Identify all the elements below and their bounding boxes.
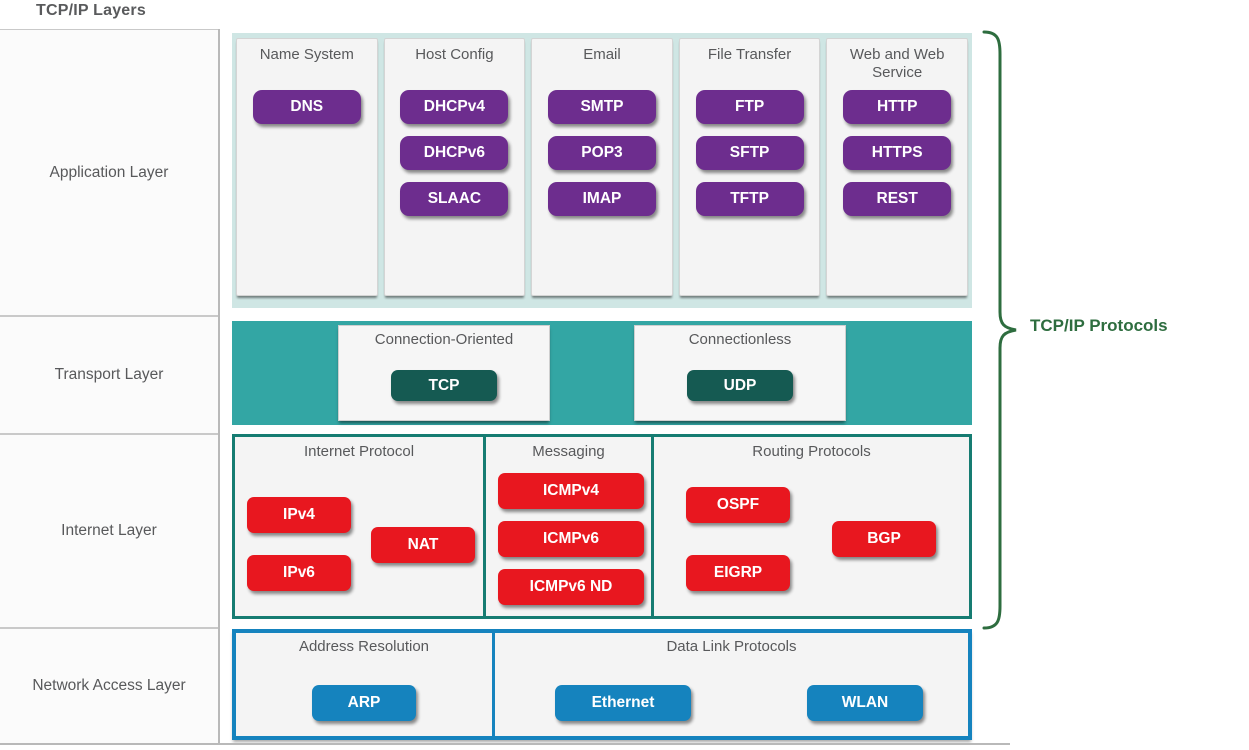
layer-cell-application: Application Layer (0, 29, 218, 316)
protocol-pill-ftp[interactable]: FTP (695, 90, 804, 124)
protocol-pill-pop3[interactable]: POP3 (547, 136, 656, 170)
app-column-name-system: Name System DNS (236, 38, 378, 296)
protocol-pill-tftp[interactable]: TFTP (695, 182, 804, 216)
bracket-label: TCP/IP Protocols (1030, 316, 1168, 335)
protocol-pill-sftp[interactable]: SFTP (695, 136, 804, 170)
transport-column-connectionless: Connectionless UDP (634, 325, 846, 421)
app-protocol-list: DHCPv4 DHCPv6 SLAAC (400, 90, 509, 216)
protocol-pill-http[interactable]: HTTP (843, 90, 952, 124)
protocol-pill-smtp[interactable]: SMTP (547, 90, 656, 124)
protocol-pill-https[interactable]: HTTPS (843, 136, 952, 170)
internet-column-title: Messaging (532, 443, 605, 460)
page-title: TCP/IP Layers (36, 2, 146, 19)
layer-cell-transport: Transport Layer (0, 316, 218, 434)
app-protocol-list: SMTP POP3 IMAP (547, 90, 656, 216)
protocol-pill-dhcpv6[interactable]: DHCPv6 (400, 136, 509, 170)
network-access-column-title: Address Resolution (298, 638, 430, 655)
app-protocol-list: FTP SFTP TFTP (695, 90, 804, 216)
layer-label-application: Application Layer (49, 163, 169, 181)
app-column-title: Host Config (415, 46, 494, 63)
transport-column-title: Connectionless (688, 331, 792, 348)
app-protocol-list: HTTP HTTPS REST (843, 90, 952, 216)
protocol-pill-wlan[interactable]: WLAN (807, 685, 923, 721)
diagram-bottom-rule (0, 743, 1010, 745)
transport-column-connection-oriented: Connection-Oriented TCP (338, 325, 550, 421)
protocol-pill-dhcpv4[interactable]: DHCPv4 (400, 90, 509, 124)
protocol-pill-icmpv6[interactable]: ICMPv6 (498, 521, 644, 557)
protocol-pill-imap[interactable]: IMAP (547, 182, 656, 216)
layer-label-transport: Transport Layer (54, 366, 164, 384)
internet-layer-band: Internet Protocol IPv4 NAT IPv6 Messagin… (232, 434, 972, 619)
app-column-title: Web and Web Service (849, 46, 945, 82)
network-access-column-address-resolution: Address Resolution ARP (236, 633, 492, 736)
protocol-pill-ethernet[interactable]: Ethernet (555, 685, 691, 721)
protocol-pill-arp[interactable]: ARP (312, 685, 416, 721)
app-column-title: Name System (259, 46, 354, 63)
app-column-title: Email (583, 46, 621, 63)
transport-column-title: Connection-Oriented (374, 331, 514, 348)
layer-label-network-access: Network Access Layer (32, 677, 186, 695)
protocol-pill-eigrp[interactable]: EIGRP (686, 555, 790, 591)
app-column-file-transfer: File Transfer FTP SFTP TFTP (678, 38, 821, 296)
protocol-pill-ipv6[interactable]: IPv6 (247, 555, 351, 591)
layer-name-column: Application Layer Transport Layer Intern… (0, 29, 220, 744)
network-access-column-title: Data Link Protocols (666, 638, 797, 655)
network-access-column-data-link-protocols: Data Link Protocols Ethernet WLAN (492, 633, 968, 736)
internet-column-title: Internet Protocol (303, 443, 415, 460)
internet-column-messaging: Messaging ICMPv4 ICMPv6 ICMPv6 ND (483, 437, 651, 616)
protocol-pill-icmpv4[interactable]: ICMPv4 (498, 473, 644, 509)
protocol-pill-slaac[interactable]: SLAAC (400, 182, 509, 216)
protocol-pill-icmpv6-nd[interactable]: ICMPv6 ND (498, 569, 644, 605)
protocol-pill-ipv4[interactable]: IPv4 (247, 497, 351, 533)
internet-column-routing-protocols: Routing Protocols OSPF BGP EIGRP (651, 437, 969, 616)
layer-cell-network-access: Network Access Layer (0, 628, 218, 744)
application-layer-columns: Name System DNS Host Config DHCPv4 DHCPv… (236, 38, 968, 296)
app-column-web-and-web-service: Web and Web Service HTTP HTTPS REST (826, 38, 968, 296)
internet-column-title: Routing Protocols (752, 443, 871, 460)
app-column-title: File Transfer (707, 46, 792, 63)
tcpip-protocols-bracket (978, 30, 1018, 630)
protocol-pill-tcp[interactable]: TCP (391, 370, 497, 401)
protocol-pill-dns[interactable]: DNS (252, 90, 361, 124)
app-protocol-list: DNS (252, 90, 361, 124)
layer-label-internet: Internet Layer (61, 522, 157, 540)
protocol-pill-ospf[interactable]: OSPF (686, 487, 790, 523)
protocol-pill-bgp[interactable]: BGP (832, 521, 936, 557)
internet-column-internet-protocol: Internet Protocol IPv4 NAT IPv6 (235, 437, 483, 616)
app-column-email: Email SMTP POP3 IMAP (531, 38, 673, 296)
network-access-layer-band: Address Resolution ARP Data Link Protoco… (232, 629, 972, 740)
app-column-host-config: Host Config DHCPv4 DHCPv6 SLAAC (383, 38, 526, 296)
protocol-pill-nat[interactable]: NAT (371, 527, 475, 563)
protocol-pill-udp[interactable]: UDP (687, 370, 793, 401)
layer-cell-internet: Internet Layer (0, 434, 218, 628)
protocol-pill-rest[interactable]: REST (843, 182, 952, 216)
